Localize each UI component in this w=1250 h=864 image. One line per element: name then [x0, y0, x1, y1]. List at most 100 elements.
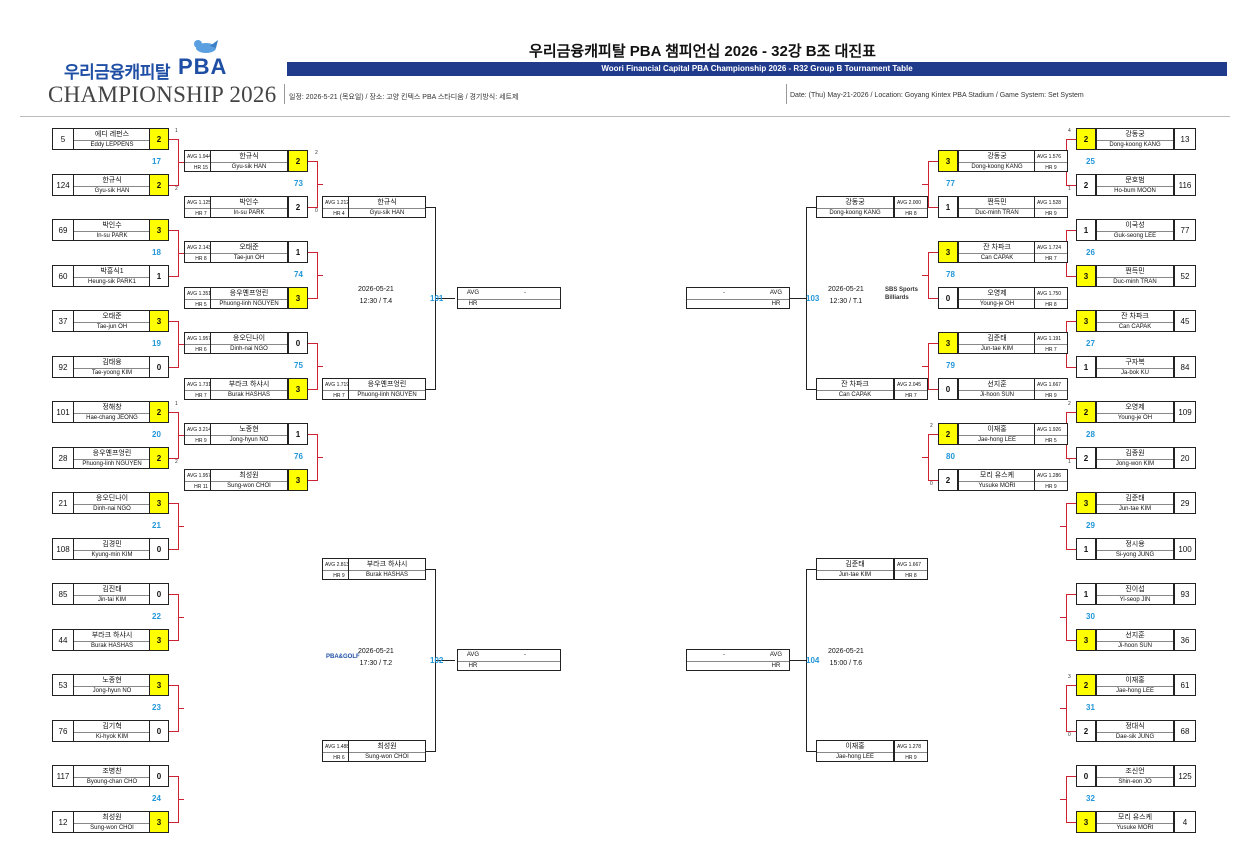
seed-number: 76 [52, 720, 74, 742]
bracket-line [178, 526, 184, 527]
bracket-line [169, 685, 179, 686]
average-value: AVG 1.724 [1037, 245, 1062, 251]
player-name-korean: 문호범 [1125, 177, 1145, 184]
set-score: 3 [149, 629, 169, 651]
tiebreak-score: 2 [930, 423, 933, 429]
average-value: AVG 1.944 [187, 154, 212, 160]
average-value: AVG 1.286 [1037, 473, 1062, 479]
set-score: 1 [1076, 538, 1096, 560]
player-name-english: Phuong-linh NGUYEN [349, 390, 425, 400]
player-name-korean: 에디 레펀스 [94, 131, 130, 138]
player-name-english: Si-yong JUNG [1097, 550, 1173, 560]
set-score: 3 [149, 674, 169, 696]
bracket-line [169, 594, 179, 595]
player-name-english: Gyu-sik HAN [74, 186, 150, 196]
player-name-korean: 정시용 [1125, 541, 1145, 548]
player-name-english: Dong-koong KANG [817, 208, 893, 218]
set-score: 1 [149, 265, 169, 287]
bracket-line [308, 161, 318, 162]
match-number: 27 [1086, 339, 1095, 348]
logo-korean: 우리금융캐피탈 [64, 63, 170, 82]
bracket-line [1066, 458, 1076, 459]
set-score: 3 [149, 310, 169, 332]
average-value: AVG 1.926 [1037, 427, 1062, 433]
player-name-korean: 오영제 [1125, 404, 1145, 411]
player-name-english: Hae-chang JEONG [74, 413, 150, 423]
event-info-korean: 일정: 2026-5-21 (목요일) / 장소: 고양 킨텍스 PBA 스타디… [289, 94, 519, 101]
bracket-line [178, 344, 184, 345]
average-value: AVG 3.214 [187, 427, 212, 433]
player-name-korean: 조병찬 [102, 768, 122, 775]
seed-number: 36 [1174, 629, 1196, 651]
player-name-korean: 노종현 [239, 426, 259, 433]
player-name-korean: 김준태 [845, 561, 865, 568]
set-score: 3 [938, 332, 958, 354]
player-name-english: In-su PARK [74, 231, 150, 241]
match-number: 25 [1086, 157, 1095, 166]
player-name-english: Burak HASHAS [211, 390, 287, 400]
player-name-korean: 부라크 하샤시 [228, 381, 270, 388]
bracket-line [922, 184, 928, 185]
avg-row: -AVG [687, 288, 789, 300]
tiebreak-score: 0 [930, 481, 933, 487]
bracket-line [786, 660, 806, 661]
bracket-line [806, 207, 816, 208]
match-date: 2026-05-21 [828, 286, 864, 293]
bracket-line [169, 367, 179, 368]
pba-mascot-icon [194, 40, 218, 53]
bracket-line [178, 162, 184, 163]
bracket-line [169, 412, 179, 413]
set-score: 2 [149, 401, 169, 423]
high-run-value: HR 9 [895, 752, 927, 763]
average-value: AVG 1.667 [897, 562, 922, 568]
bracket-line [1060, 526, 1066, 527]
set-score: 3 [1076, 310, 1096, 332]
seed-number: 21 [52, 492, 74, 514]
match-number: 32 [1086, 794, 1095, 803]
bracket-line [1066, 776, 1067, 823]
player-name-english: Can CAPAK [1097, 322, 1173, 332]
set-score: 3 [288, 287, 308, 309]
avg-row: AVG- [458, 288, 560, 300]
player-name-english: Burak HASHAS [74, 641, 150, 651]
average-value: AVG 1.212 [325, 200, 350, 206]
bracket-line [1066, 776, 1076, 777]
player-name-korean: 김태융 [102, 359, 122, 366]
player-name-korean: 김준태 [1125, 495, 1145, 502]
player-name-english: Jong-hyun NO [211, 435, 287, 445]
set-score: 3 [149, 492, 169, 514]
set-score: 2 [1076, 720, 1096, 742]
player-name-english: Jae-hong LEE [817, 752, 893, 762]
player-name-korean: 노종현 [102, 677, 122, 684]
seed-number: 125 [1174, 765, 1196, 787]
seed-number: 100 [1174, 538, 1196, 560]
match-number: 79 [946, 361, 955, 370]
tiebreak-score: 1 [1068, 459, 1071, 465]
player-name-korean: 강동궁 [1125, 131, 1145, 138]
tiebreak-score: 2 [1068, 401, 1071, 407]
player-name-english: Eddy LEPPENS [74, 140, 150, 150]
bracket-line [178, 617, 184, 618]
match-time: 17:30 / T.2 [359, 660, 393, 667]
seed-number: 117 [52, 765, 74, 787]
set-score: 2 [288, 150, 308, 172]
match-number: 30 [1086, 612, 1095, 621]
set-score: 2 [938, 423, 958, 445]
match-date: 2026-05-21 [358, 648, 394, 655]
seed-number: 109 [1174, 401, 1196, 423]
high-run-value: HR 7 [895, 390, 927, 401]
high-run-value: HR 7 [1035, 344, 1067, 355]
